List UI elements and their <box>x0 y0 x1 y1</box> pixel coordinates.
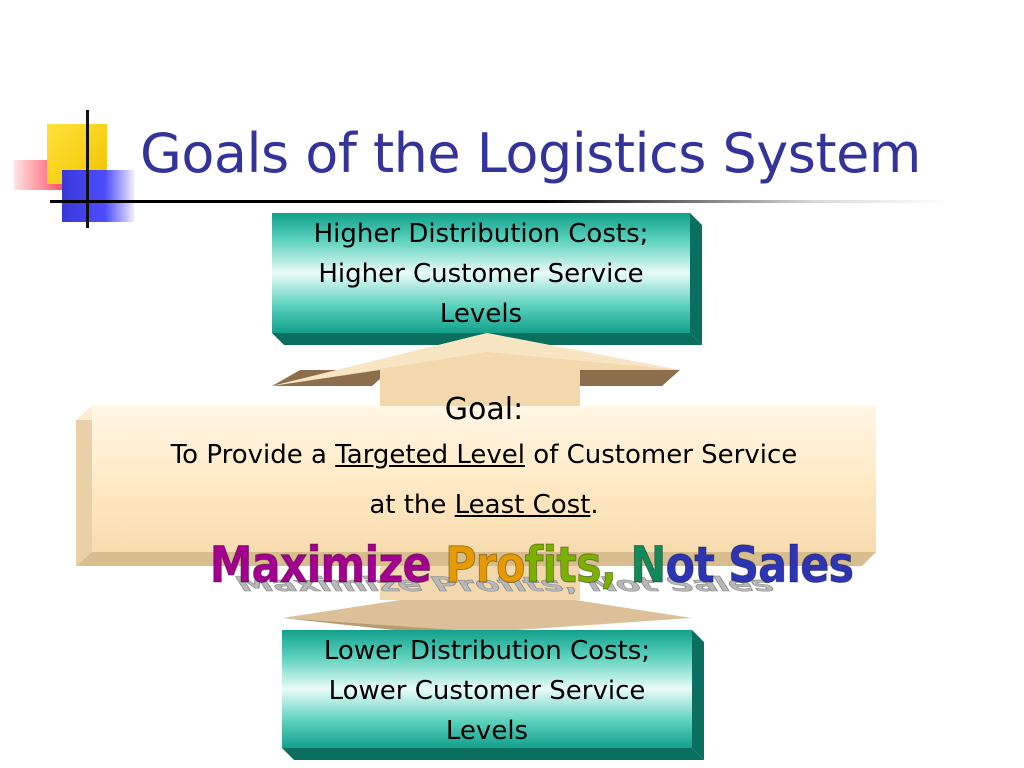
goal-box: Goal: To Provide a Targeted Level of Cus… <box>92 392 876 552</box>
lower-costs-box: Lower Distribution Costs; Lower Customer… <box>282 630 692 748</box>
goal-statement-line-1: To Provide a Targeted Level of Customer … <box>92 438 876 472</box>
goal-statement-line-2: at the Least Cost. <box>92 488 876 522</box>
lower-costs-line-2: Lower Customer Service <box>328 676 646 706</box>
higher-costs-box: Higher Distribution Costs; Higher Custom… <box>272 213 690 333</box>
lower-costs-line-1: Lower Distribution Costs; <box>323 636 651 666</box>
goal-line2-prefix: at the <box>369 490 455 520</box>
slogan-word-profits-a: Pro <box>444 536 526 595</box>
goal-line1-prefix: To Provide a <box>170 440 336 470</box>
goal-heading: Goal: <box>444 392 524 427</box>
goal-box-left-side <box>76 406 92 566</box>
bottom-box-right-side <box>692 630 704 760</box>
slogan-wordart: Maximize Profits, Not Sales <box>209 530 854 600</box>
top-box-right-side <box>690 213 702 345</box>
goal-line1-suffix: of Customer Service <box>525 440 798 470</box>
bottom-box-bottom-side <box>282 748 704 760</box>
slogan-word-profits-b: fits, <box>524 536 617 595</box>
arrow-up-head-highlight <box>272 333 680 386</box>
arrow-wing-left-shade <box>272 370 390 386</box>
goal-targeted-level: Targeted Level <box>335 440 526 470</box>
slogan-word-sales: Sales <box>728 536 855 595</box>
slide-title: Goals of the Logistics System <box>140 122 921 185</box>
goal-box-bottom-side <box>76 552 876 566</box>
decorative-vertical-line <box>86 110 89 228</box>
higher-costs-line-1: Higher Distribution Costs; <box>313 219 649 249</box>
title-underline-rule <box>50 200 950 203</box>
arrow-down-head <box>282 600 692 632</box>
slogan-word-not-b: ot <box>665 536 715 595</box>
higher-costs-line-2: Higher Customer Service <box>318 259 644 289</box>
higher-costs-line-3: Levels <box>439 299 523 329</box>
decorative-blue-square <box>62 170 134 222</box>
slogan-word-maximize: Maximize <box>209 536 432 595</box>
goal-least-cost: Least Cost <box>454 490 591 520</box>
slogan-word-not-a: N <box>630 536 667 595</box>
arrow-wing-right-shade <box>562 370 680 386</box>
goal-line2-suffix: . <box>590 490 599 520</box>
lower-costs-line-3: Levels <box>445 716 529 746</box>
